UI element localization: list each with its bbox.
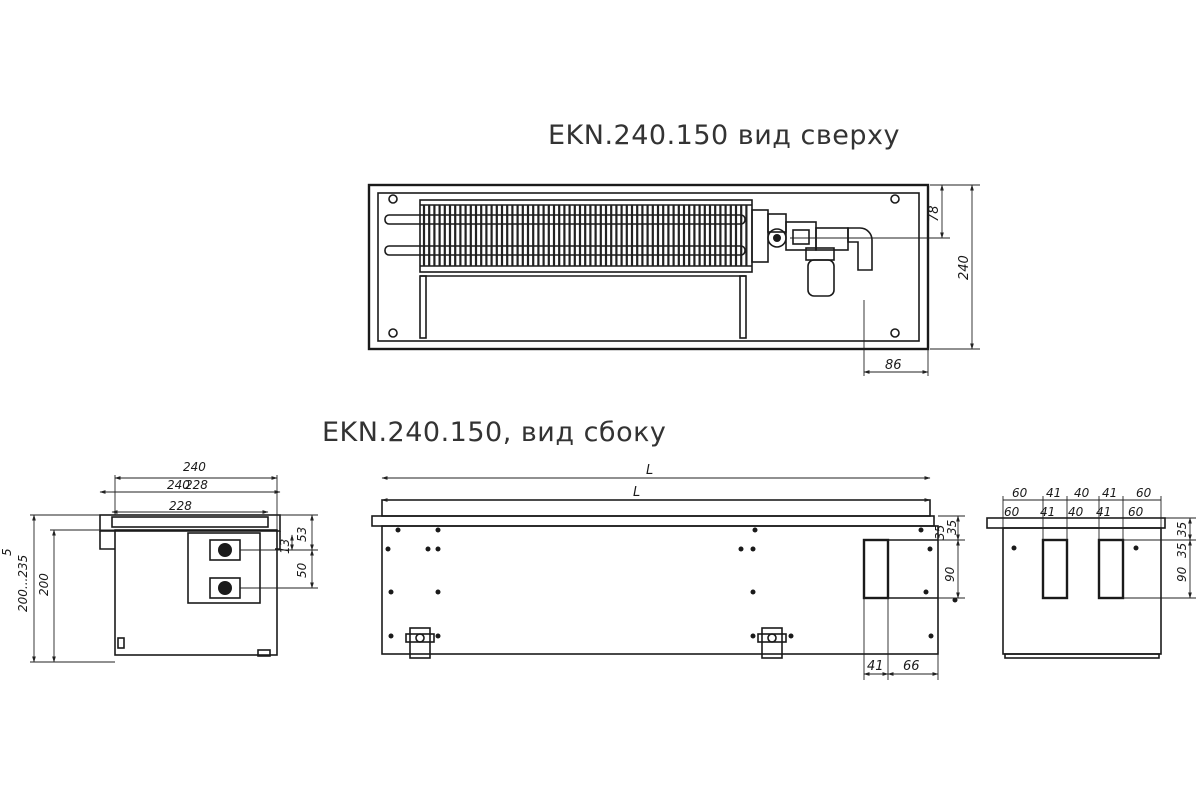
heat-exchanger (384, 199, 769, 273)
dim-13: 13 (278, 539, 292, 554)
dim-bot-41b: 41 (1096, 505, 1111, 519)
dim-240-top: 240 (183, 460, 206, 474)
dim-top-60b: 60 (1136, 486, 1152, 500)
long-view-dimensions: L L 35 35 90 41 66 (381, 463, 965, 680)
dim-5: 5 (0, 548, 14, 556)
dim-35-r1: 35 (1175, 522, 1189, 537)
dim-bot-60a: 60 (1004, 505, 1020, 519)
side-view-title: EKN.240.150, вид сбоку (322, 417, 666, 448)
dim-L-outer: L (646, 463, 653, 478)
pipe-outlet-panel (862, 538, 890, 600)
right-end-view: 60 41 40 41 60 60 41 40 41 60 35 35 90 (986, 486, 1196, 659)
valve-assembly (767, 213, 873, 297)
pipe-fitting (209, 539, 241, 599)
bolt-holes (385, 527, 958, 639)
dim-35-a: 35 (933, 525, 947, 540)
dim-35-r2: 35 (1175, 543, 1189, 558)
mount-hole (890, 328, 900, 338)
dim-86: 86 (885, 358, 902, 373)
dim-bot-41a: 41 (1040, 505, 1055, 519)
dim-53: 53 (295, 527, 309, 542)
dim-228-overlap: 228 (185, 478, 208, 492)
inner-frame (377, 192, 920, 342)
pipe-outlet (1097, 538, 1125, 600)
pipe-outlet (1041, 538, 1069, 600)
dim-top-40: 40 (1074, 486, 1090, 500)
dim-35-b: 35 (945, 520, 959, 535)
dim-200: 200 (37, 573, 51, 596)
long-side-view: L L 35 35 90 41 66 (371, 463, 965, 680)
dim-78: 78 (927, 205, 942, 222)
dim-50: 50 (295, 562, 309, 578)
top-view-dimensions: 78 240 86 (790, 184, 980, 376)
dim-top-41a: 41 (1046, 486, 1061, 500)
end-view-dimensions: 240 240 228 228 200...235 200 5 53 13 50 (0, 460, 318, 663)
outer-frame (367, 183, 930, 351)
support-leg (419, 275, 427, 339)
dim-41: 41 (867, 659, 884, 674)
dim-66: 66 (903, 659, 920, 674)
dim-240-overlap: 240 (167, 478, 190, 492)
top-view: 78 240 86 (367, 183, 980, 376)
mount-hole (388, 194, 398, 204)
dim-top-41b: 41 (1102, 486, 1117, 500)
dim-L-inner: L (633, 485, 640, 500)
mount-hole (388, 328, 398, 338)
mount-hole (890, 194, 900, 204)
top-view-title: EKN.240.150 вид сверху (548, 120, 900, 151)
support-leg (739, 275, 747, 339)
dim-228: 228 (169, 499, 192, 513)
leveling-foot (405, 627, 435, 659)
dim-200-235: 200...235 (16, 555, 30, 612)
dim-bot-60b: 60 (1128, 505, 1144, 519)
end-view: 240 240 228 228 200...235 200 5 53 13 50 (0, 460, 318, 663)
dim-240: 240 (957, 255, 972, 280)
dim-90: 90 (943, 566, 957, 582)
dim-90-r: 90 (1175, 566, 1189, 582)
dim-bot-40: 40 (1068, 505, 1084, 519)
leveling-foot (757, 627, 787, 659)
right-view-dimensions: 60 41 40 41 60 60 41 40 41 60 35 35 90 (987, 486, 1196, 599)
dim-top-60a: 60 (1012, 486, 1028, 500)
